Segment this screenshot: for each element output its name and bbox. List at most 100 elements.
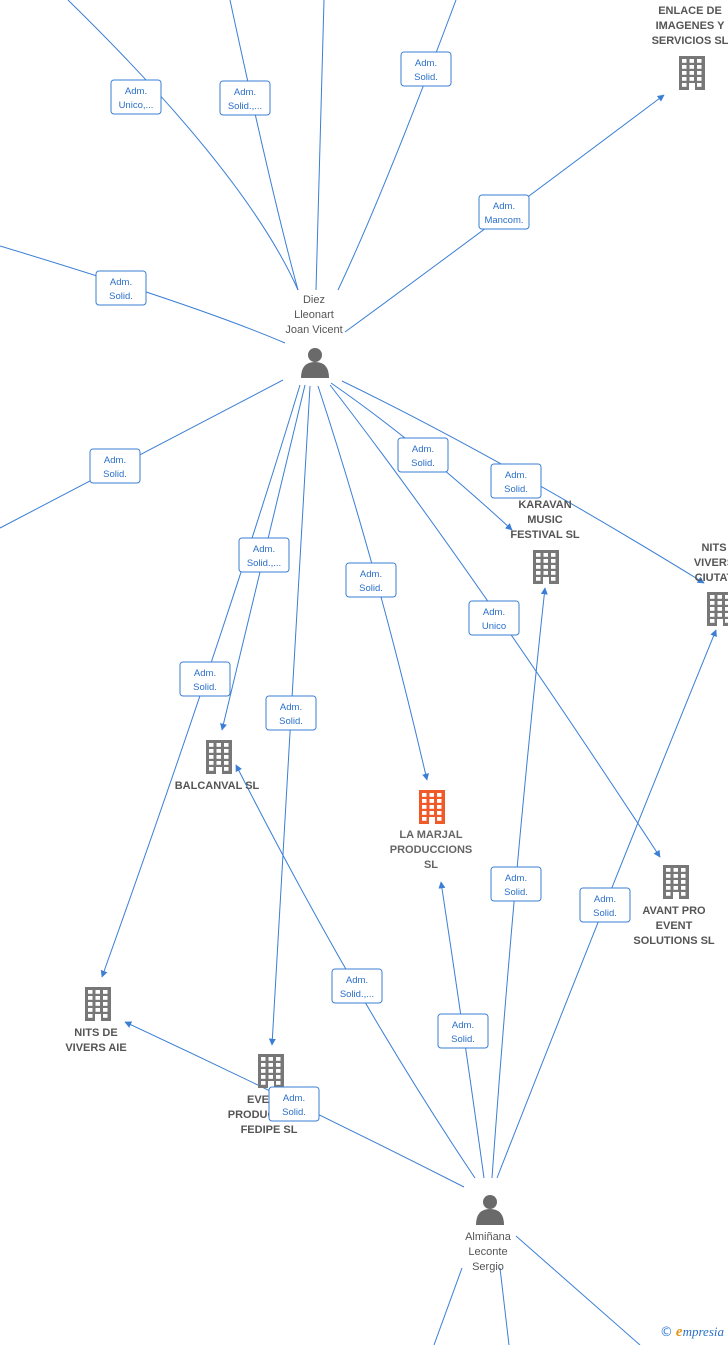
building-window [682, 83, 687, 87]
edge-label-text: Solid. [282, 1107, 306, 1118]
edge-label-text: Mancom. [484, 215, 523, 226]
edge-label-e16[interactable]: Adm.Solid. [579, 887, 631, 923]
building-window [551, 559, 556, 563]
building-window [437, 811, 442, 815]
edge-label-e1[interactable]: Adm.Unico,... [110, 79, 162, 115]
edge-label-text: Adm. [125, 86, 147, 97]
building-window [429, 811, 434, 815]
building-window [422, 805, 427, 809]
edge-label-box [478, 194, 530, 230]
node-nitsciutat[interactable]: NITSVIVERSCIUTAT [694, 542, 728, 626]
edge-line-e4 [337, 0, 457, 291]
node-balcanval[interactable]: BALCANVAL SL [175, 740, 260, 792]
building-door [673, 892, 679, 899]
edge-label-box [179, 661, 231, 697]
edge-label-e6[interactable]: Adm.Solid. [95, 270, 147, 306]
edge-label-e5[interactable]: Adm.Mancom. [478, 194, 530, 230]
edge-label-e7[interactable]: Adm.Solid. [89, 448, 141, 484]
edge-label-box [437, 1013, 489, 1049]
building-window [543, 559, 548, 563]
building-window [209, 767, 214, 771]
edge-label-text: Adm. [110, 277, 132, 288]
edge-label-e17[interactable]: Adm.Solid.,... [331, 968, 383, 1004]
building-window [88, 1014, 93, 1018]
node-label-enlace: IMAGENES Y [656, 20, 726, 32]
building-window [216, 743, 221, 747]
building-window [697, 71, 702, 75]
building-window [689, 59, 694, 63]
building-window [725, 595, 728, 599]
node-label-almi: Leconte [468, 1246, 507, 1258]
edge-label-e14[interactable]: Adm.Unico [468, 600, 520, 636]
person-icon [301, 348, 329, 378]
building-window [717, 601, 722, 605]
building-window [681, 892, 686, 896]
building-window [543, 571, 548, 575]
building-door [429, 817, 435, 824]
building-window [710, 607, 715, 611]
edge-label-e15[interactable]: Adm.Solid. [490, 866, 542, 902]
node-label-balcanval: BALCANVAL SL [175, 780, 260, 792]
building-window [95, 1008, 100, 1012]
building-window [536, 565, 541, 569]
edge-label-e18[interactable]: Adm.Solid. [437, 1013, 489, 1049]
edge-labels-layer: Adm.Unico,...Adm.Solid.,...Adm.Solid.Adm… [89, 51, 631, 1122]
edge-label-e8[interactable]: Adm.Solid. [397, 437, 449, 473]
edge-label-text: Adm. [253, 544, 275, 555]
building-window [666, 886, 671, 890]
building-window [551, 571, 556, 575]
building-window [673, 868, 678, 872]
edge-label-text: Adm. [104, 455, 126, 466]
node-label-almi: Almiñana [465, 1231, 512, 1243]
building-window [725, 613, 728, 617]
brand-initial: e [675, 1324, 683, 1340]
edge-label-text: Solid.,... [247, 558, 281, 569]
edge-label-box [397, 437, 449, 473]
building-window [682, 65, 687, 69]
building-window [673, 874, 678, 878]
edge-label-text: Adm. [234, 87, 256, 98]
building-window [224, 767, 229, 771]
edge-label-box [400, 51, 452, 87]
building-window [697, 59, 702, 63]
building-window [276, 1081, 281, 1085]
edge-line-e14 [329, 384, 661, 858]
node-label-karavan: MUSIC [527, 514, 563, 526]
edge-label-e10[interactable]: Adm. Solid.,... [238, 537, 290, 573]
edge-label-e2[interactable]: Adm.Solid.,... [219, 80, 271, 116]
edge-label-e11[interactable]: Adm.Solid. [345, 562, 397, 598]
building-window [422, 793, 427, 797]
edge-label-box [490, 463, 542, 499]
edge-label-e19[interactable]: Adm.Solid. [268, 1086, 320, 1122]
edge-label-e9[interactable]: Adm.Solid. [490, 463, 542, 499]
building-icon [85, 987, 111, 1021]
edge-label-e13[interactable]: Adm.Solid. [265, 695, 317, 731]
building-window [429, 799, 434, 803]
edge-line-e7 [0, 379, 284, 529]
building-window [717, 607, 722, 611]
edge-label-box [95, 270, 147, 306]
building-window [216, 761, 221, 765]
building-window [276, 1063, 281, 1067]
edge-label-e12[interactable]: Adm.Solid. [179, 661, 231, 697]
building-window [717, 595, 722, 599]
building-window [88, 1002, 93, 1006]
edge-label-text: Adm. [505, 470, 527, 481]
building-window [725, 619, 728, 623]
building-window [689, 77, 694, 81]
edge-label-e4[interactable]: Adm.Solid. [400, 51, 452, 87]
person-body [476, 1209, 504, 1225]
building-window [437, 805, 442, 809]
building-window [224, 755, 229, 759]
building-window [261, 1069, 266, 1073]
node-label-enlace: ENLACE DE [658, 5, 722, 17]
edge-label-text: Adm. [505, 873, 527, 884]
building-window [103, 996, 108, 1000]
